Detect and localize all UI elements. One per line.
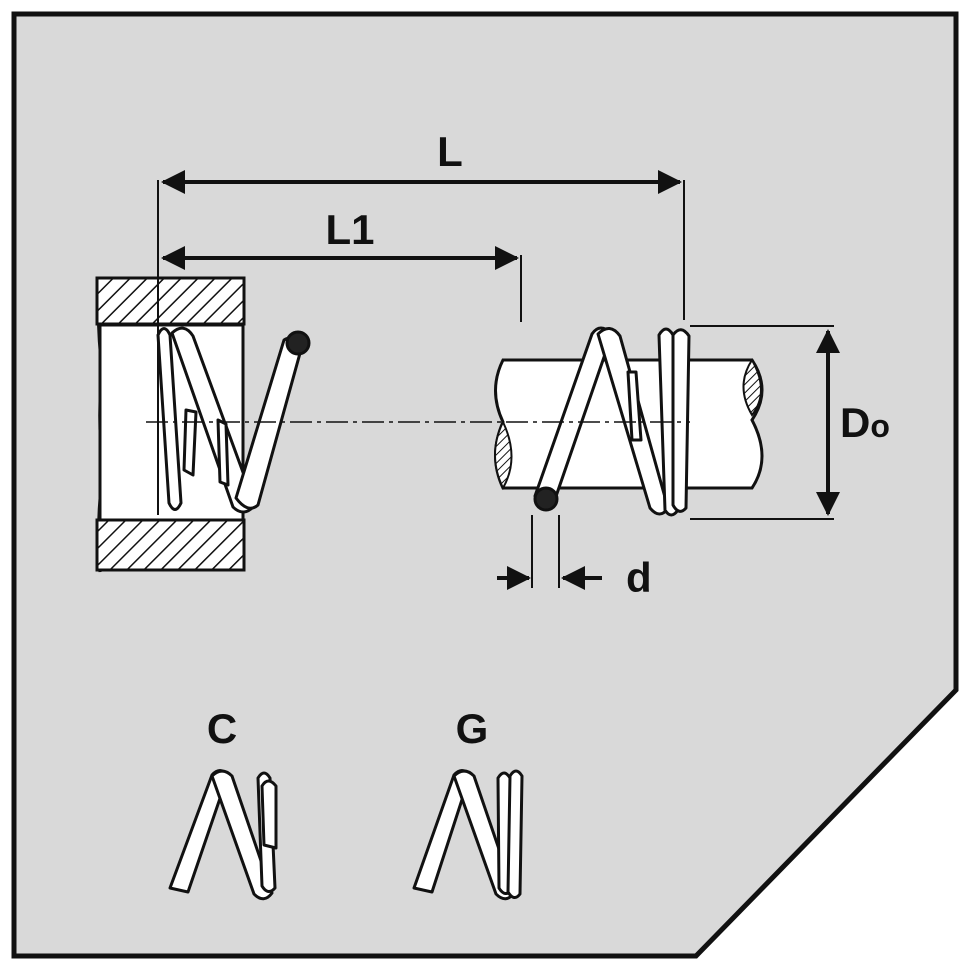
label-g: G [456, 705, 489, 752]
label-do-subscript: o [870, 408, 890, 444]
label-c: C [207, 705, 237, 752]
end-type-c [168, 769, 278, 901]
label-d: d [626, 554, 652, 601]
right-spring [533, 326, 691, 517]
housing-wall-top [95, 276, 246, 326]
left-spring [156, 326, 311, 514]
label-l: L [437, 128, 463, 175]
label-do: Do [840, 399, 890, 446]
end-type-g [412, 769, 524, 901]
wire-cross-section [533, 486, 559, 512]
label-l1: L1 [325, 206, 374, 253]
housing-wall-bottom [95, 518, 246, 572]
wire-end-left [285, 330, 311, 356]
